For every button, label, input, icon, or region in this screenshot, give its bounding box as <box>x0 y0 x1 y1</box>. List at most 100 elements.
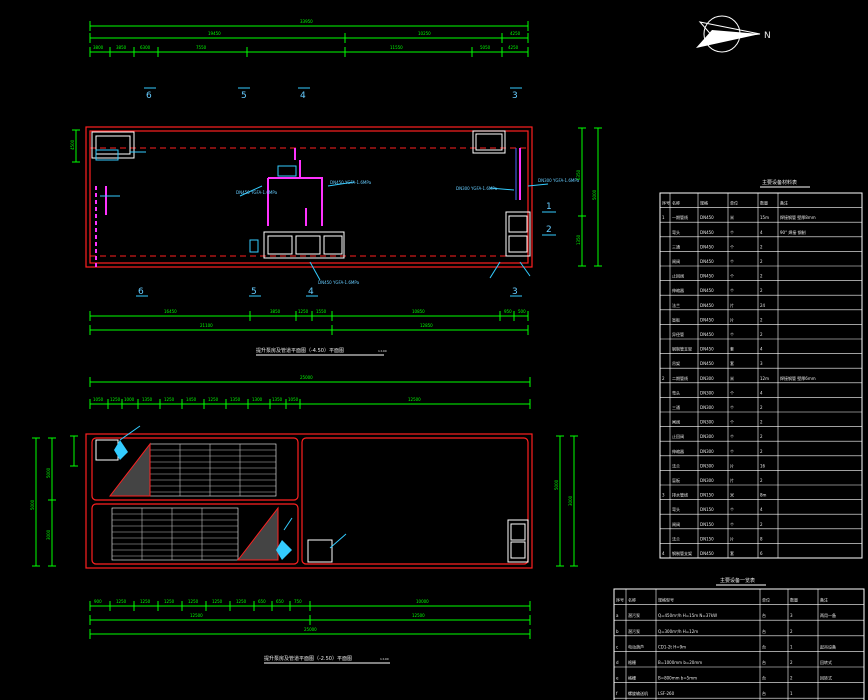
plan1-bdim-f: 950 <box>504 309 512 314</box>
table1-cell: DN150 <box>700 522 714 527</box>
plan2-ldim-0: 5000 <box>30 499 35 510</box>
table1-header-cell: 数量 <box>760 200 768 206</box>
plan2-tdim-0: 1050 <box>93 397 104 402</box>
table2-cell: Q=300m³/h H=12m <box>658 629 698 634</box>
table1-header-cell: 名称 <box>672 200 680 206</box>
plan1-box-middle <box>263 231 345 259</box>
plan2-screen-grid-top <box>149 443 277 497</box>
table1-cell: 个 <box>730 405 734 410</box>
plan2-wet-well <box>301 437 529 565</box>
table1-cell: 盲板 <box>672 477 680 483</box>
table1-cell: 三通 <box>672 404 680 410</box>
table1-cell: 3 <box>760 361 763 366</box>
plan1-dim2-b: 3850 <box>116 45 127 50</box>
plan-lower: 25000 1050 1250 1000 1350 1250 1450 1250… <box>30 375 578 664</box>
table1-cell: 伸缩器 <box>672 287 684 293</box>
table1-cell: DN150 <box>700 536 714 541</box>
table2-cell: 1 <box>790 644 793 649</box>
table1-cell: DN450 <box>700 361 714 366</box>
plan2-bdim-7: 650 <box>258 599 266 604</box>
table2-cell: b <box>616 629 619 634</box>
plan1-right-dim-c: 5000 <box>592 189 597 200</box>
table1-cell: 个 <box>730 230 734 235</box>
table2-cell: 格栅 <box>628 675 636 681</box>
table1-cell: 吊架 <box>672 360 680 366</box>
table1-cell: 个 <box>730 522 734 527</box>
table2-cell: 2 <box>790 660 793 665</box>
axis-marker-5-bottom: 5 <box>251 287 257 297</box>
table1-cell: DN300 <box>700 390 714 395</box>
table1-cell: 2 <box>760 288 763 293</box>
table1-cell: 个 <box>730 434 734 439</box>
plan2-tdim-1: 1250 <box>110 397 121 402</box>
table2-cell: 2 <box>790 629 793 634</box>
table1-cell: 闸阀 <box>672 521 680 527</box>
plan2-bgrand: 25000 <box>304 627 317 632</box>
table1-cell: 焊接钢管 壁厚8mm <box>780 214 816 220</box>
plan1-bdim-d: 1550 <box>316 309 327 314</box>
table2-cell: d <box>616 660 619 665</box>
table2-title: 主要设备一览表 <box>720 577 755 584</box>
plan1-top-dimensions: 33950 19450 10250 4250 3800 3850 6300 75… <box>89 19 529 57</box>
plan2-ldim-2: 3000 <box>46 529 51 540</box>
table1-cell: DN450 <box>700 347 714 352</box>
plan1-right-dim-b: 1350 <box>576 234 581 245</box>
plan2-tdim-11: 12500 <box>408 397 421 402</box>
table1-cell: 个 <box>730 259 734 264</box>
table2-header-cell: 数量 <box>790 597 798 603</box>
table2-cell: 台 <box>762 612 766 618</box>
table1-cell: 2 <box>760 259 763 264</box>
table1-cell: 闸阀 <box>672 258 680 264</box>
table2-header-cell: 规格型号 <box>658 597 674 603</box>
table1-cell: 2 <box>760 244 763 249</box>
table1-cell: 片 <box>730 302 734 308</box>
plan1-dim-b: 10250 <box>418 31 431 36</box>
table1-cell: 钢制管支架 <box>672 346 692 352</box>
plan1-label-c: DN300 YGFA-1.6MPa <box>456 186 498 191</box>
table1-cell: 盲板 <box>672 316 680 322</box>
plan2-bdim-9: 750 <box>294 599 302 604</box>
plan1-dim2-f: 5050 <box>480 45 491 50</box>
table1-cell: DN450 <box>700 215 714 220</box>
axis-marker-4-bottom: 4 <box>308 287 314 297</box>
table1-cell: 弯头 <box>672 389 680 395</box>
plan1-piping <box>95 148 521 270</box>
plan2-bdim-1: 1250 <box>116 599 127 604</box>
table1-cell: DN150 <box>700 493 714 498</box>
table1-cell: DN300 <box>700 478 714 483</box>
plan1-bdim-e: 10850 <box>412 309 425 314</box>
table1-cell: 套 <box>730 360 734 366</box>
plan1-dim2-g: 4250 <box>508 45 519 50</box>
plan1-sump-left <box>91 131 135 159</box>
axis-marker-6-bottom: 6 <box>138 287 144 297</box>
table2-cell: 起吊设备 <box>820 643 836 649</box>
table1-cell: 个 <box>730 274 734 279</box>
plan2-scale: 1:100 <box>380 657 389 661</box>
table1-cell: 2 <box>760 478 763 483</box>
plan2-bdim-2: 1250 <box>140 599 151 604</box>
plan2-tdim-8: 1300 <box>252 397 263 402</box>
table1-cell: 2 <box>760 420 763 425</box>
table1-cell: 2 <box>760 405 763 410</box>
plan2-bdim-3: 1250 <box>164 599 175 604</box>
plan1-left-dim: 4500 <box>70 139 75 150</box>
table2-cell: 回转式 <box>820 675 832 681</box>
plan2-top-dimensions: 25000 1050 1250 1000 1350 1250 1450 1250… <box>89 375 531 409</box>
table2-cell: 台 <box>762 690 766 696</box>
plan2-pump-icon-a <box>114 440 128 460</box>
plan2-slope-bottom <box>236 506 279 561</box>
plan1-dim2-a: 3800 <box>93 45 104 50</box>
table1-cell: 2 <box>760 434 763 439</box>
table1-cell: DN450 <box>700 244 714 249</box>
table1-header-cell: 规格 <box>700 200 708 206</box>
table2-cell: 2 <box>790 676 793 681</box>
plan1-bdim-c: 1250 <box>298 309 309 314</box>
table1-cell: DN300 <box>700 434 714 439</box>
table2-cell: 格栅 <box>628 659 636 665</box>
plan2-rdim-1: 3000 <box>568 495 573 506</box>
table2-cell: Q=450m³/h H=15m N=37kW <box>658 613 717 618</box>
table1-cell: DN450 <box>700 259 714 264</box>
table2-cell: CD1-2t H=9m <box>658 644 686 649</box>
axis-marker-3-bottom: 3 <box>512 287 518 297</box>
